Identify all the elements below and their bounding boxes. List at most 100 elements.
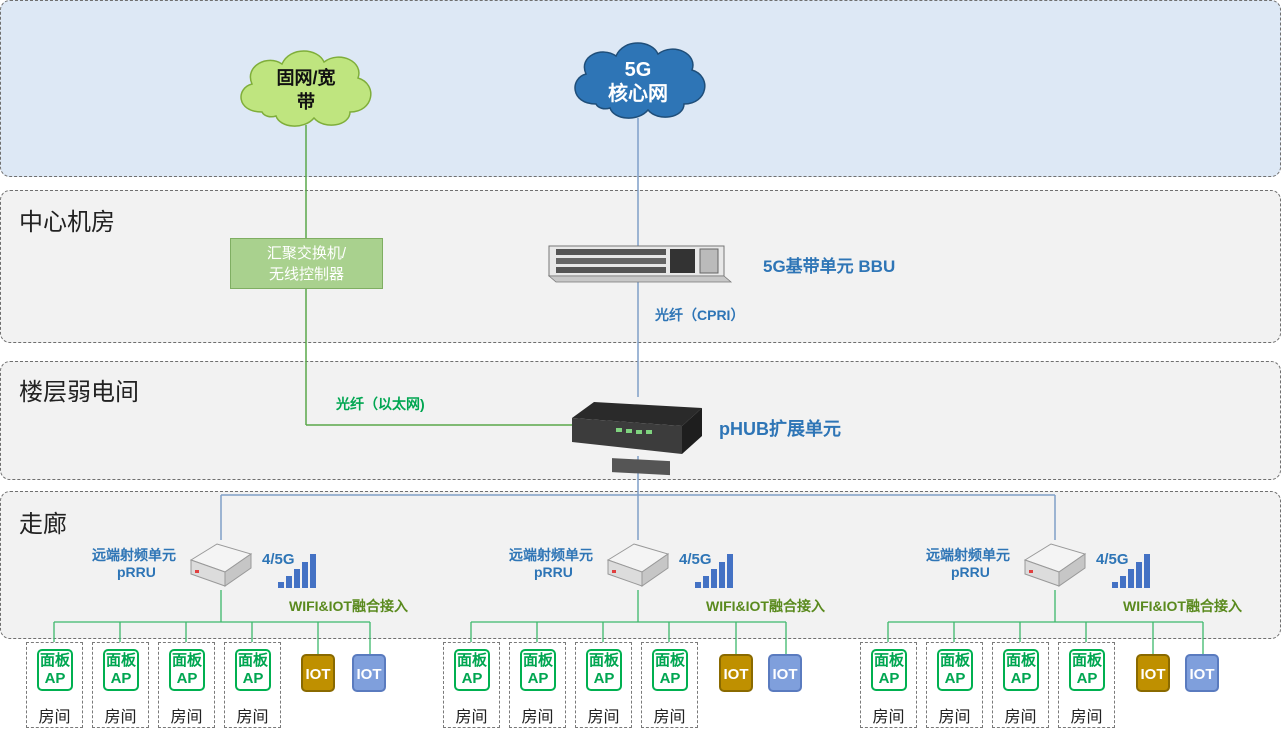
panel-ap-line2: AP — [593, 670, 615, 687]
panel-ap-line2: AP — [461, 670, 483, 687]
panel-ap-line1: 面板 — [522, 652, 553, 669]
corridor-label: 走廊 — [19, 510, 67, 538]
panel-ap-line1: 面板 — [105, 652, 136, 669]
panel-ap-line2: AP — [176, 670, 198, 687]
panel-ap-line2: AP — [878, 670, 900, 687]
floor-room-label: 楼层弱电间 — [19, 378, 139, 406]
fixed-network-line1: 固网/宽 — [276, 68, 336, 88]
panel-ap-line2: AP — [527, 670, 549, 687]
panel-ap-line1: 面板 — [456, 652, 487, 669]
prru-device-icon-2 — [606, 543, 670, 587]
fiber-ethernet-label: 光纤（以太网) — [336, 396, 425, 412]
aggregation-switch-line1: 汇聚交换机/ — [266, 245, 347, 262]
iot-device-1b: IOT — [352, 654, 386, 692]
prru-model-2: pRRU — [534, 564, 573, 580]
panel-ap-line1: 面板 — [1005, 652, 1036, 669]
room-label: 房间 — [455, 707, 488, 726]
phub-device-icon — [572, 402, 702, 476]
center-room-label: 中心机房 — [19, 208, 115, 236]
prru-name-1: 远端射频单元 — [92, 547, 176, 563]
room-label: 房间 — [653, 707, 686, 726]
panel-ap-line2: AP — [1076, 670, 1098, 687]
core-network-line1: 5G — [624, 59, 652, 81]
panel-ap-line1: 面板 — [588, 652, 619, 669]
room-label: 房间 — [1004, 707, 1037, 726]
room-label: 房间 — [236, 707, 269, 726]
panel-ap-line2: AP — [1010, 670, 1032, 687]
signal-bars-icon-3 — [1112, 554, 1150, 588]
aggregation-switch-line2: 无线控制器 — [268, 266, 344, 283]
fiber-cpri-label: 光纤（CPRI） — [655, 307, 745, 323]
aggregation-switch-box: 汇聚交换机/ 无线控制器 — [230, 238, 383, 289]
panel-ap-line1: 面板 — [1071, 652, 1102, 669]
panel-ap-line1: 面板 — [939, 652, 970, 669]
signal-bars-icon-1 — [278, 554, 316, 588]
panel-ap-line2: AP — [944, 670, 966, 687]
fixed-network-line2: 带 — [297, 92, 315, 112]
room-label: 房间 — [872, 707, 905, 726]
panel-ap-line2: AP — [110, 670, 132, 687]
signal-label-3: 4/5G — [1096, 551, 1129, 568]
access-label-3: WIFI&IOT融合接入 — [1123, 598, 1242, 614]
prru-model-3: pRRU — [951, 564, 990, 580]
iot-device-3a: IOT — [1136, 654, 1170, 692]
prru-model-1: pRRU — [117, 564, 156, 580]
access-label-2: WIFI&IOT融合接入 — [706, 598, 825, 614]
core-network-cloud — [574, 42, 706, 119]
signal-label-1: 4/5G — [262, 551, 295, 568]
panel-ap-line1: 面板 — [654, 652, 685, 669]
access-label-1: WIFI&IOT融合接入 — [289, 598, 408, 614]
iot-device-3b: IOT — [1185, 654, 1219, 692]
core-network-line2: 核心网 — [608, 83, 668, 105]
prru-device-icon-1 — [189, 543, 253, 587]
iot-device-1a: IOT — [301, 654, 335, 692]
fixed-network-title: 固网/宽 带 — [256, 66, 356, 114]
room-label: 房间 — [938, 707, 971, 726]
room-label: 房间 — [104, 707, 137, 726]
panel-ap-line2: AP — [242, 670, 264, 687]
room-label: 房间 — [38, 707, 71, 726]
signal-label-2: 4/5G — [679, 551, 712, 568]
panel-ap-line1: 面板 — [873, 652, 904, 669]
room-label: 房间 — [521, 707, 554, 726]
panel-ap-line1: 面板 — [171, 652, 202, 669]
prru-name-2: 远端射频单元 — [509, 547, 593, 563]
room-label: 房间 — [170, 707, 203, 726]
iot-device-2a: IOT — [719, 654, 753, 692]
prru-name-3: 远端射频单元 — [926, 547, 1010, 563]
core-network-title: 5G 核心网 — [588, 58, 688, 106]
bbu-device-icon — [547, 245, 733, 283]
phub-label: pHUB扩展单元 — [719, 419, 841, 439]
bbu-label: 5G基带单元 BBU — [763, 257, 896, 276]
fixed-network-cloud — [240, 50, 372, 127]
iot-device-2b: IOT — [768, 654, 802, 692]
signal-bars-icon-2 — [695, 554, 733, 588]
panel-ap-line2: AP — [659, 670, 681, 687]
room-label: 房间 — [587, 707, 620, 726]
